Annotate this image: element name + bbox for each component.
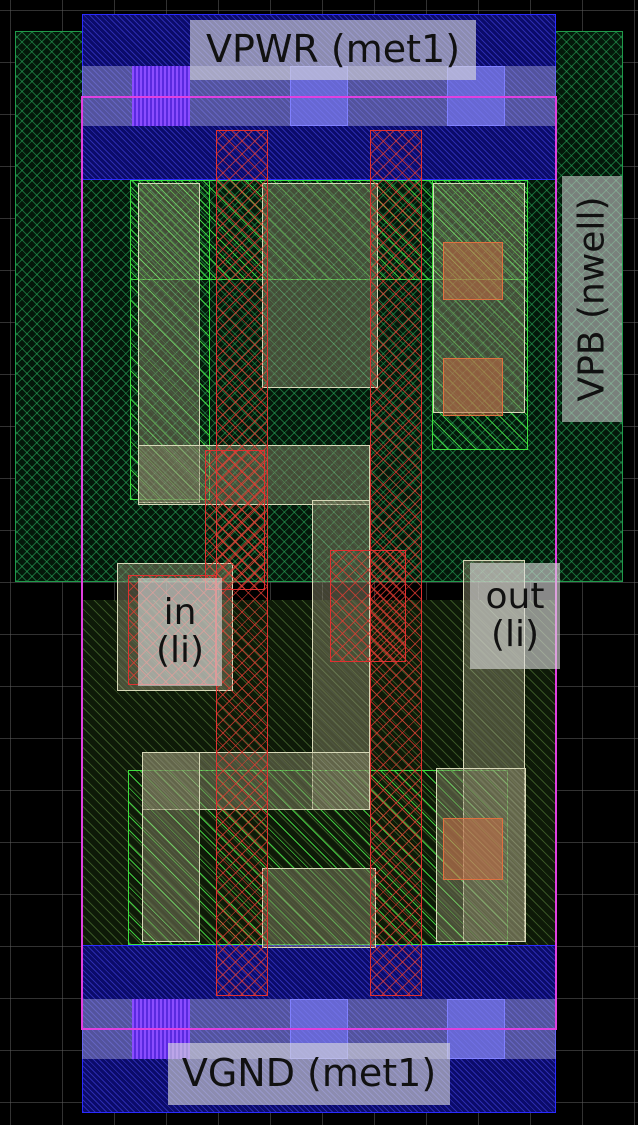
li-bottom-center (262, 868, 376, 948)
vgnd-label-text: VGND (met1) (181, 1051, 437, 1096)
poly-gate-2-contact (330, 550, 406, 662)
in-pin-label: in (li) (138, 578, 222, 686)
licon-right-1 (443, 242, 503, 300)
vpb-label: VPB (nwell) (562, 176, 622, 422)
poly-gate-1-contact (205, 450, 265, 590)
li-center-top (262, 183, 378, 388)
in-pin-label-line2: (li) (155, 630, 205, 671)
licon-right-3 (443, 818, 503, 880)
vpwr-label-text: VPWR (met1) (205, 27, 461, 72)
li-bottom-left-column (142, 752, 200, 942)
out-pin-label: out (li) (470, 563, 560, 669)
vpb-label-text: VPB (nwell) (571, 196, 613, 402)
out-pin-label-line1: out (485, 576, 545, 618)
licon-right-2 (443, 358, 503, 416)
out-pin-label-line2: (li) (490, 614, 540, 655)
in-pin-label-line1: in (163, 592, 197, 634)
vpwr-label: VPWR (met1) (190, 20, 476, 80)
vgnd-label: VGND (met1) (168, 1043, 450, 1105)
